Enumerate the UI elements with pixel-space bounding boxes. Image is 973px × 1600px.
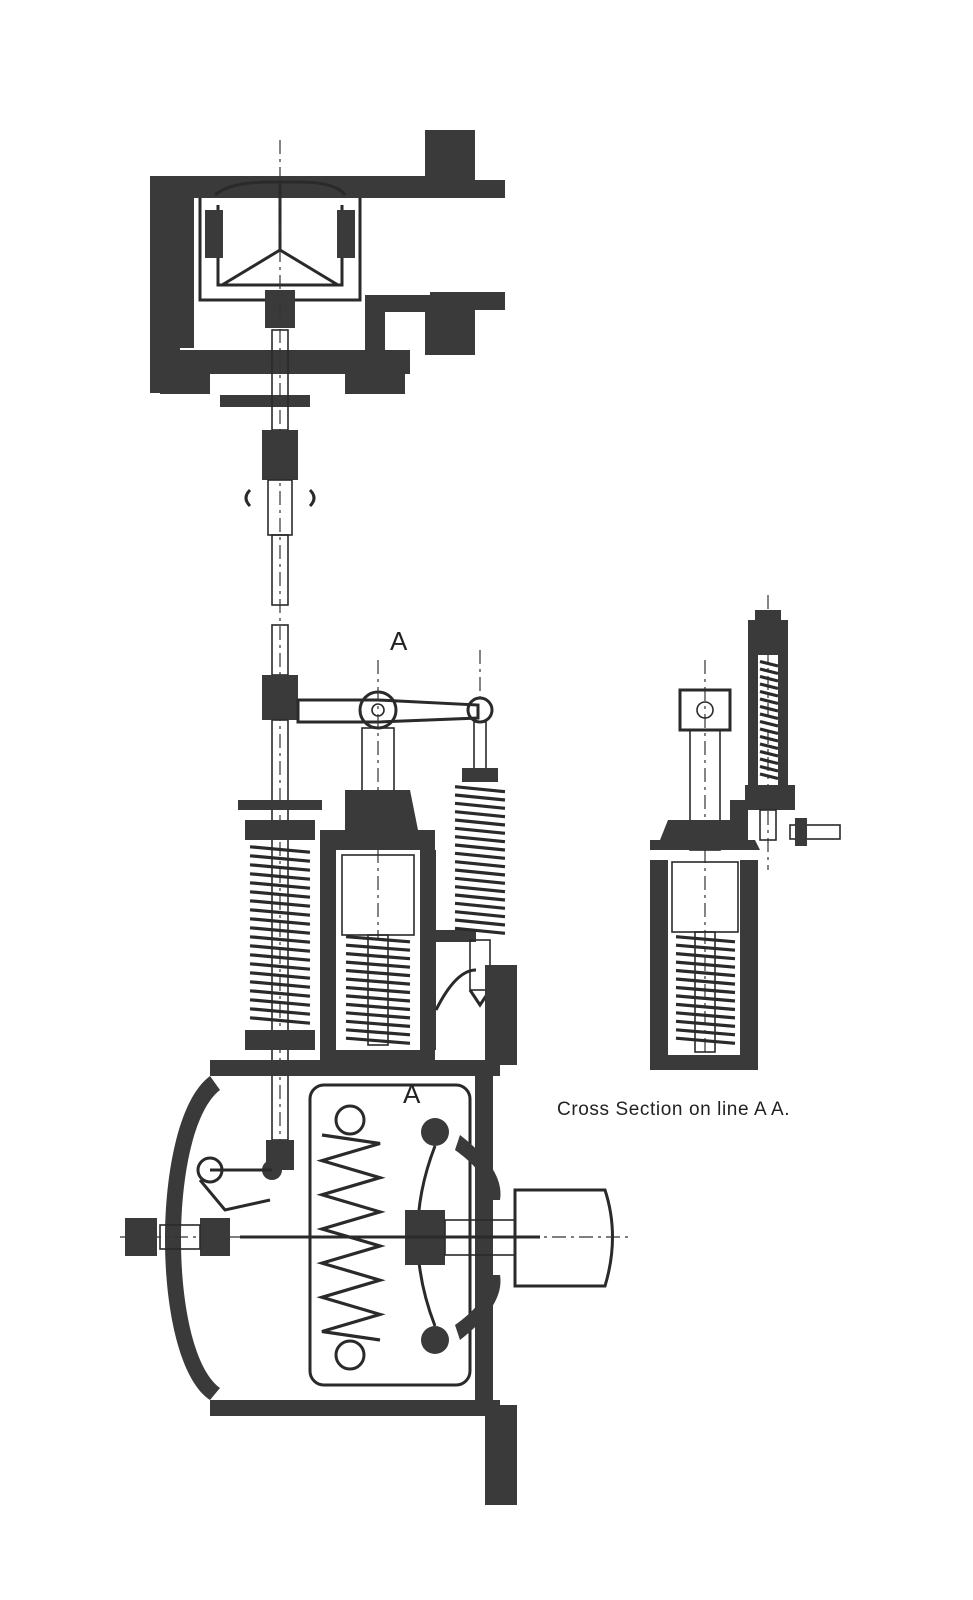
valve-body	[150, 130, 505, 407]
cross-section-caption: Cross Section on line A A.	[557, 1099, 790, 1120]
cross-section	[650, 595, 841, 1070]
governor-housing	[120, 965, 630, 1505]
valve-stem	[244, 140, 316, 1170]
small-spring	[454, 721, 506, 1008]
section-marker-top: A	[390, 626, 408, 656]
stem-spring	[238, 800, 322, 1050]
dashpot-cylinder	[320, 727, 477, 1066]
section-marker-bottom: A	[403, 1079, 421, 1109]
